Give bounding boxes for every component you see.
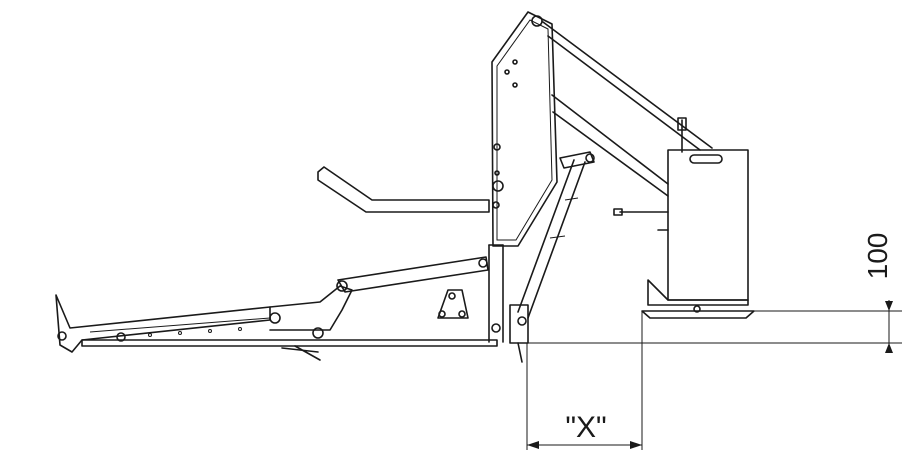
lower-link-arm	[336, 256, 489, 293]
dimension-x-label: "X"	[565, 411, 606, 444]
pivot-latch	[509, 304, 529, 363]
dimension-100-label: 100	[862, 233, 893, 280]
base-cabinet	[613, 117, 755, 319]
handle-bar	[317, 166, 490, 213]
dimension-x: "X"	[527, 411, 642, 449]
lift-column	[488, 244, 504, 343]
hydraulic-cylinder	[517, 151, 595, 319]
platform-bracket	[437, 289, 469, 319]
platform-ramp	[55, 285, 498, 361]
dimension-100: 100	[862, 233, 893, 353]
upper-arm-assembly	[491, 11, 713, 247]
